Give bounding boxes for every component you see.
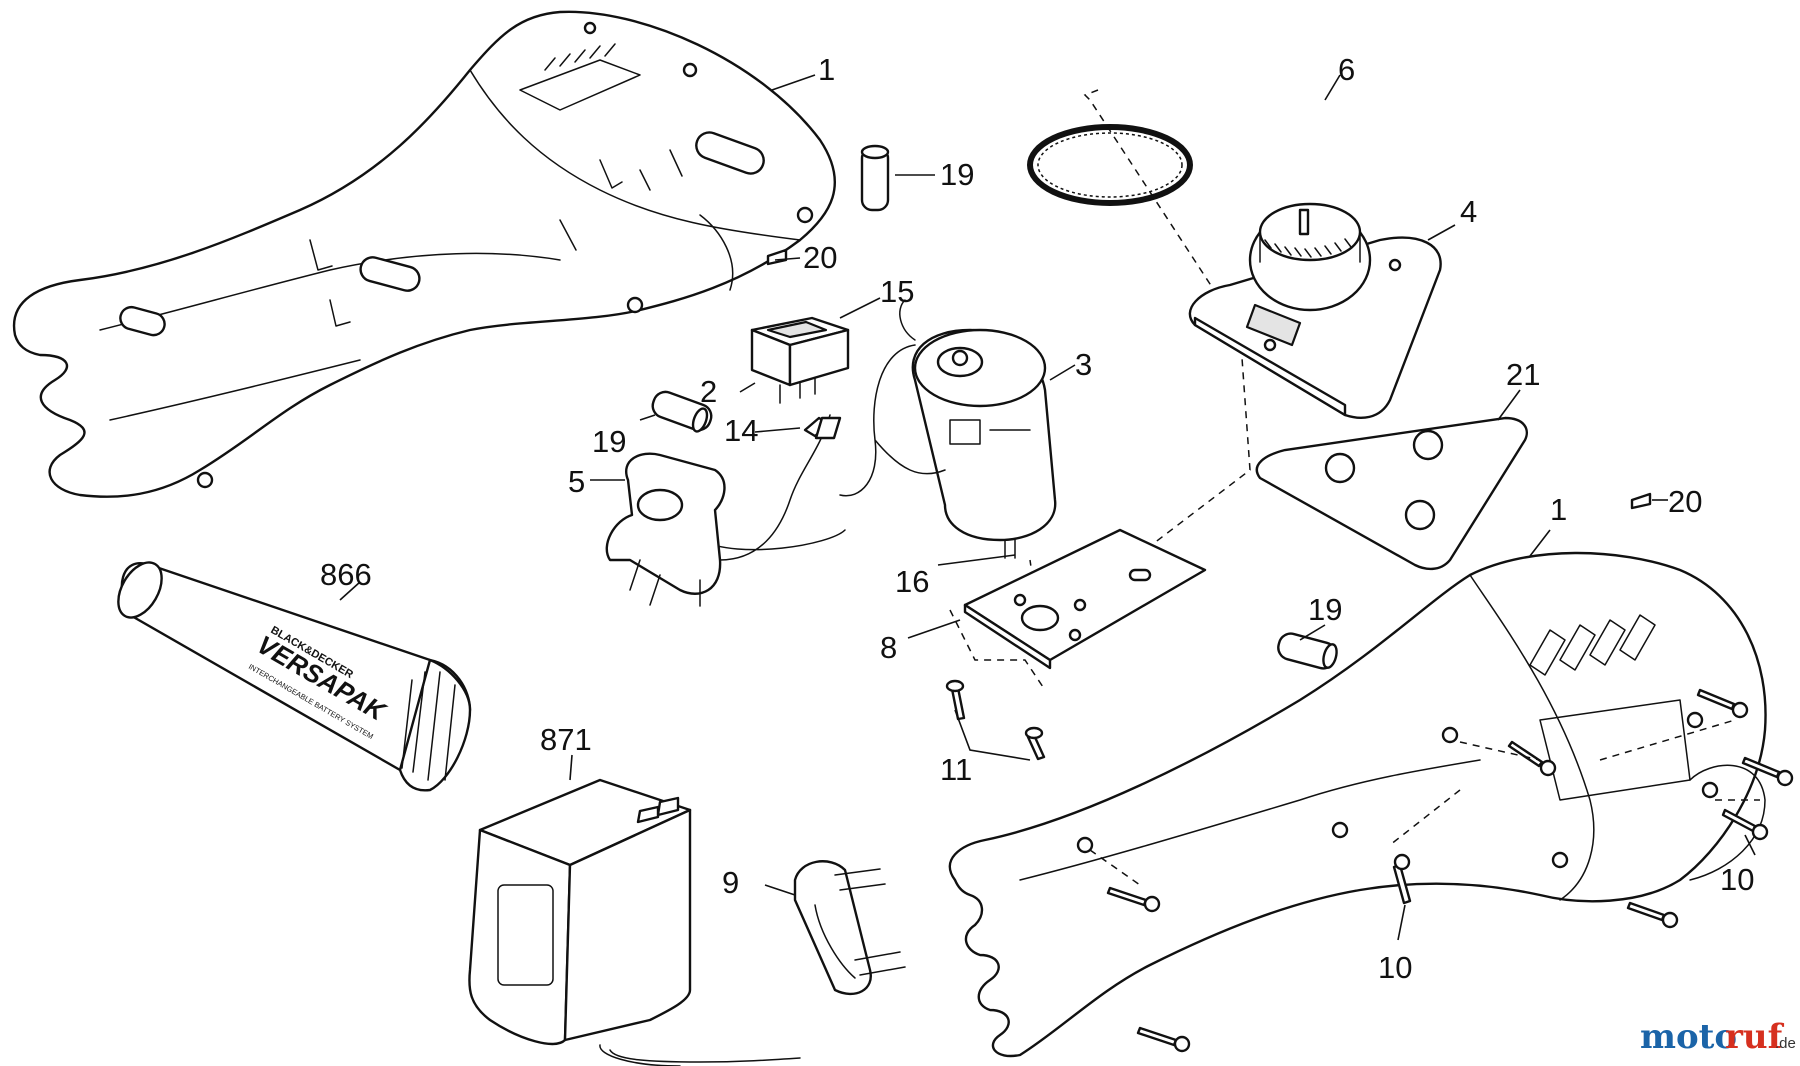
screws-10 <box>1089 688 1794 1053</box>
belt <box>1027 124 1193 206</box>
label-10-bottom: 10 <box>1378 950 1412 985</box>
assembly-line-screws <box>949 609 1046 691</box>
switch <box>750 316 850 404</box>
watermark-logo: moto ruf .de <box>1640 1017 1796 1057</box>
battery-pack: BLACK&DECKER VERSAPAK INTERCHANGEABLE BA… <box>117 561 472 792</box>
watermark-part1: moto <box>1640 1017 1737 1057</box>
label-8: 8 <box>880 630 897 665</box>
brush-holder <box>605 452 726 607</box>
label-15: 15 <box>880 274 914 309</box>
bearing-plate <box>963 528 1207 670</box>
wires <box>699 344 946 561</box>
label-19-middle: 19 <box>592 424 626 459</box>
label-20-right: 20 <box>1668 484 1702 519</box>
label-9: 9 <box>722 865 739 900</box>
screws-11 <box>945 679 1046 761</box>
label-866: 866 <box>320 557 372 592</box>
pin-19-top <box>860 144 890 212</box>
pad-assembly <box>1188 202 1442 419</box>
label-4: 4 <box>1460 194 1477 229</box>
label-19-top: 19 <box>940 157 974 192</box>
clip <box>793 860 906 996</box>
label-19-right: 19 <box>1308 592 1342 627</box>
label-11: 11 <box>940 752 972 787</box>
hook-pad <box>1255 416 1528 571</box>
pin-19-right <box>1277 632 1338 670</box>
label-2: 2 <box>700 374 717 409</box>
label-1-right: 1 <box>1550 492 1567 527</box>
charger <box>468 778 801 1066</box>
watermark-part2: ruf <box>1725 1017 1785 1057</box>
label-5: 5 <box>568 464 585 499</box>
label-16: 16 <box>895 564 929 599</box>
leader-lines <box>339 74 1756 941</box>
tab-20-top <box>766 248 788 266</box>
label-20-top: 20 <box>803 240 837 275</box>
label-10-right: 10 <box>1720 862 1754 897</box>
housing-half-left <box>12 10 837 498</box>
tab-20-right <box>1630 492 1652 510</box>
label-871: 871 <box>540 722 592 757</box>
label-21: 21 <box>1506 357 1540 392</box>
label-6: 6 <box>1338 52 1355 87</box>
label-14: 14 <box>724 413 758 448</box>
pin-19-middle <box>651 390 713 433</box>
terminals-14 <box>803 416 842 440</box>
label-1-top: 1 <box>818 52 835 87</box>
motor <box>899 299 1057 559</box>
label-3: 3 <box>1075 347 1092 382</box>
watermark-suffix: .de <box>1775 1035 1796 1052</box>
